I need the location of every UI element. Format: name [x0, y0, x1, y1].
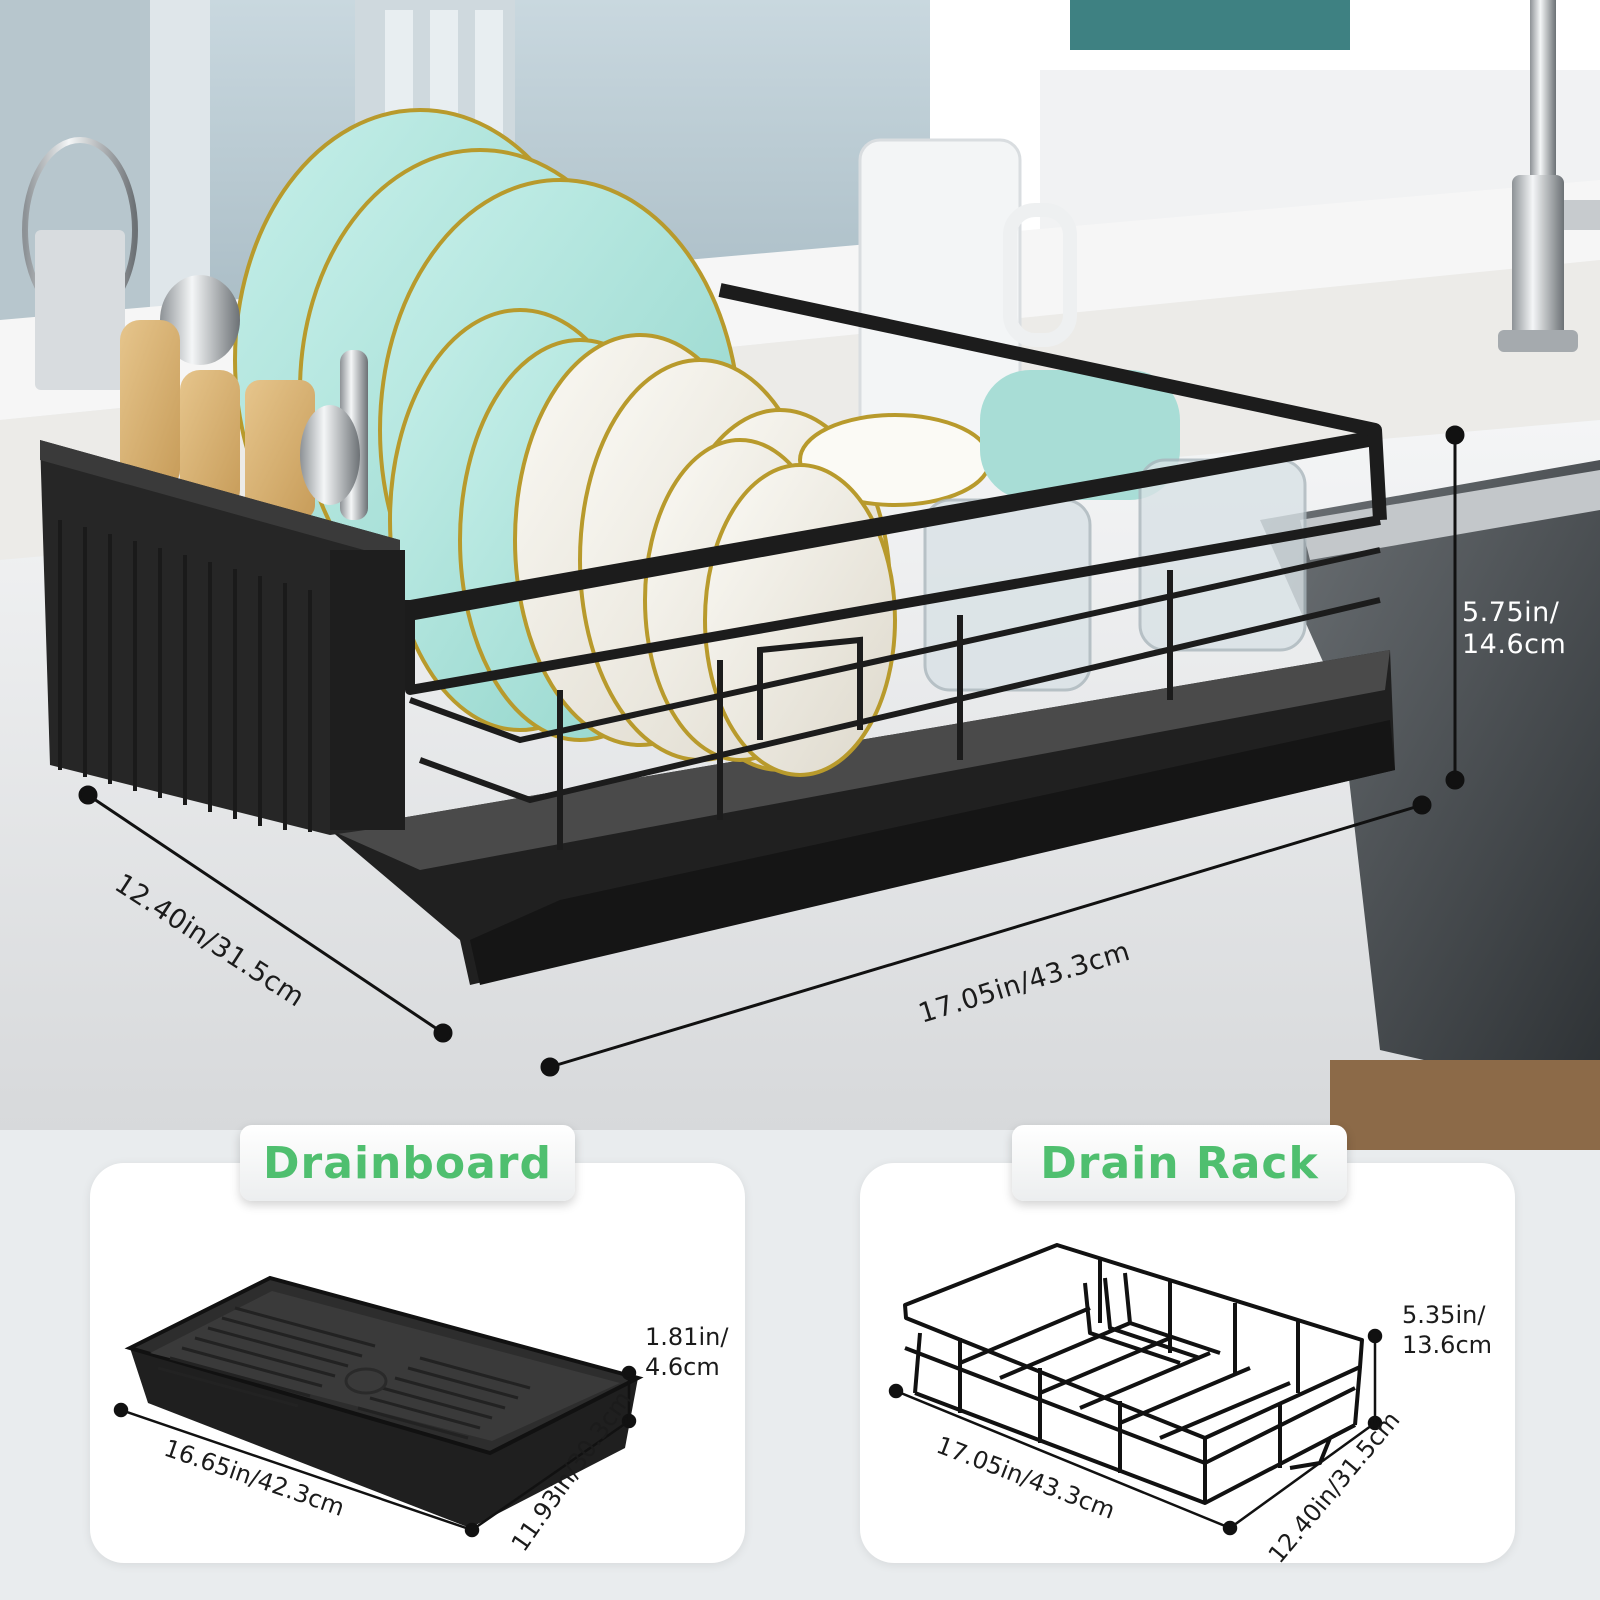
drainboard-illustration: [113, 1275, 644, 1538]
drain-rack-illustration: [888, 1243, 1383, 1536]
drain-rack-title: Drain Rack: [1012, 1125, 1347, 1201]
drainboard-title: Drainboard: [240, 1125, 575, 1201]
drain-rack-height-label-line1: 5.35in/: [1402, 1301, 1486, 1329]
main-height-label-line2: 14.6cm: [1462, 629, 1567, 660]
main-height-label-line1: 5.75in/: [1462, 597, 1560, 628]
drain-rack-height-label-line2: 13.6cm: [1402, 1331, 1493, 1359]
main-dimension-lines: [78, 425, 1465, 1077]
drainboard-height-label-line1: 1.81in/: [645, 1323, 729, 1351]
drainboard-height-label-line2: 4.6cm: [645, 1353, 720, 1381]
